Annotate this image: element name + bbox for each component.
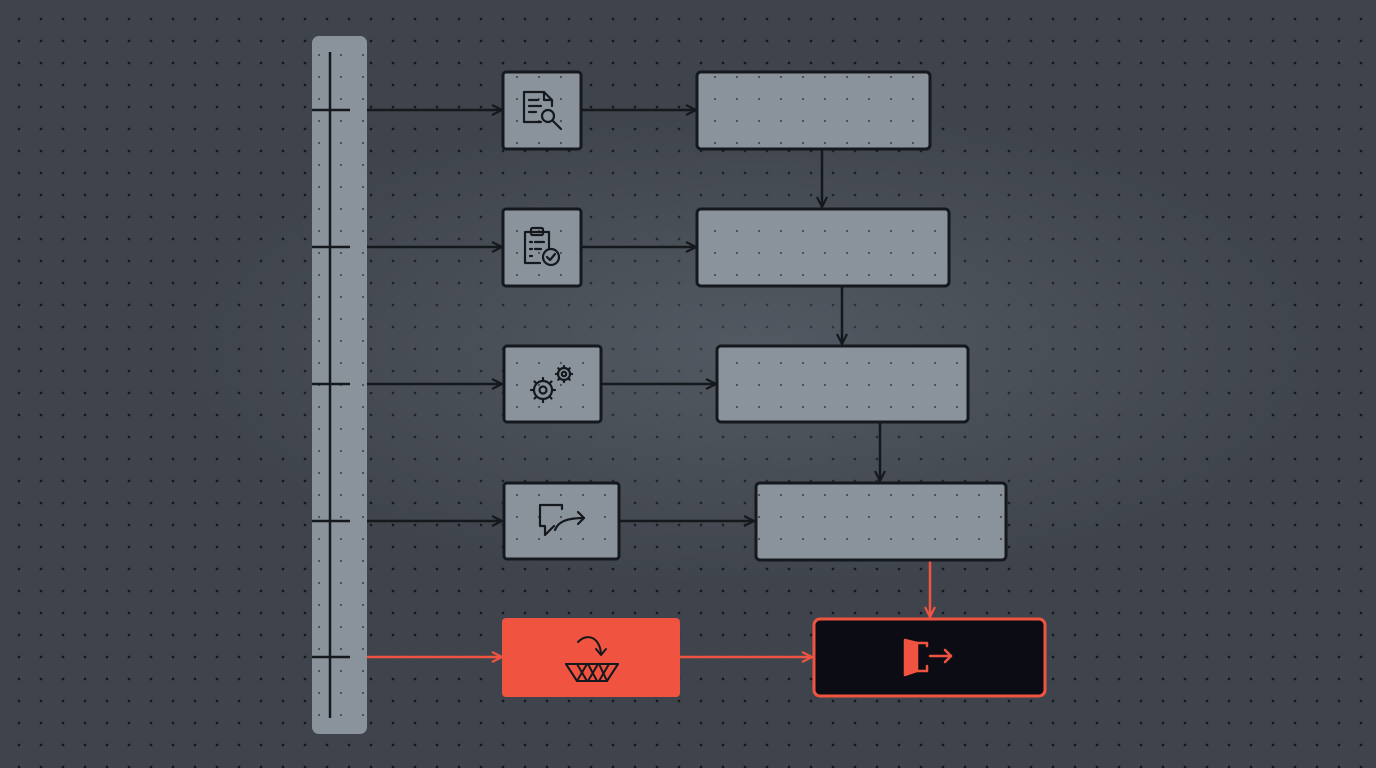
icon-box-3 xyxy=(502,344,603,424)
step-box-4 xyxy=(754,481,1008,562)
icon-box-1 xyxy=(501,70,583,151)
step-connectors xyxy=(822,149,930,617)
step-box-3 xyxy=(715,344,970,424)
step-box-1 xyxy=(695,70,932,151)
step-box-2 xyxy=(695,207,951,288)
timeline-rail xyxy=(312,36,367,734)
icon-box-5 xyxy=(502,618,680,697)
icon-connectors xyxy=(581,110,812,657)
document-search-icon xyxy=(522,90,563,131)
exit-door-icon xyxy=(903,638,953,677)
basket-drop-icon xyxy=(565,636,619,682)
icon-box-2 xyxy=(501,207,583,288)
rail-connectors xyxy=(367,110,502,657)
icon-box-4 xyxy=(502,481,621,561)
gears-icon xyxy=(529,364,574,404)
chat-forward-icon xyxy=(538,503,586,537)
output-box xyxy=(812,617,1047,698)
clipboard-check-icon xyxy=(523,226,561,267)
